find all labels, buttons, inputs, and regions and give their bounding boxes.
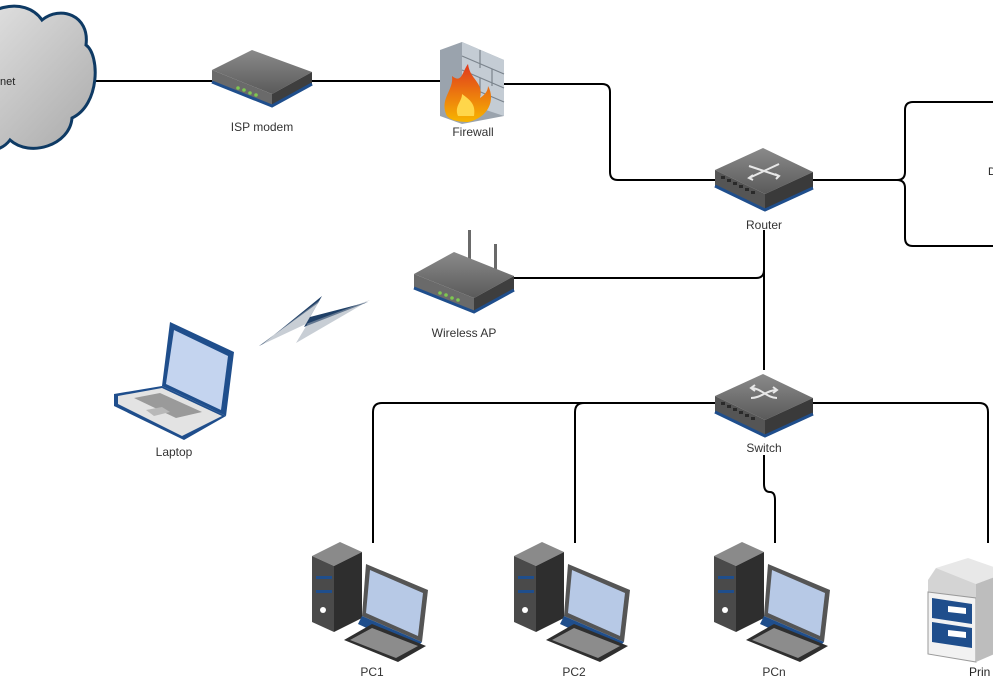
switch-icon [714, 374, 814, 438]
pcn-label: PCn [762, 665, 786, 679]
isp-modem-label: ISP modem [230, 120, 294, 134]
wireless-ap-icon [413, 230, 515, 314]
link-firewall-router [500, 83, 717, 181]
link-router-dmz-bottom [896, 179, 993, 247]
pc1-label: PC1 [360, 665, 384, 679]
pc2-label: PC2 [562, 665, 586, 679]
laptop-label: Laptop [155, 445, 193, 459]
router-icon [714, 148, 814, 212]
dmz-label: D [988, 166, 993, 178]
switch-label: Switch [746, 441, 782, 455]
internet-cloud-icon [0, 4, 97, 150]
link-switch-pc2 [574, 402, 717, 543]
router-label: Router [745, 218, 783, 232]
firewall-label: Firewall [452, 125, 494, 139]
internet-label: net [0, 76, 16, 88]
pcn-icon [714, 542, 830, 662]
link-router-dmz-top [812, 101, 993, 181]
link-switch-printer [812, 402, 989, 543]
link-router-ap [512, 230, 765, 279]
printer-label: Prin [969, 665, 991, 679]
modem-icon [211, 50, 313, 108]
connections [92, 80, 993, 543]
link-switch-pcn [763, 455, 776, 543]
pc1-icon [312, 542, 428, 662]
printer-icon [927, 558, 993, 663]
pc2-icon [514, 542, 630, 662]
wireless-link-icon [259, 296, 370, 346]
wireless-ap-label: Wireless AP [431, 326, 497, 340]
laptop-icon [114, 322, 234, 440]
firewall-icon [440, 42, 505, 124]
link-switch-pc1 [372, 402, 717, 543]
